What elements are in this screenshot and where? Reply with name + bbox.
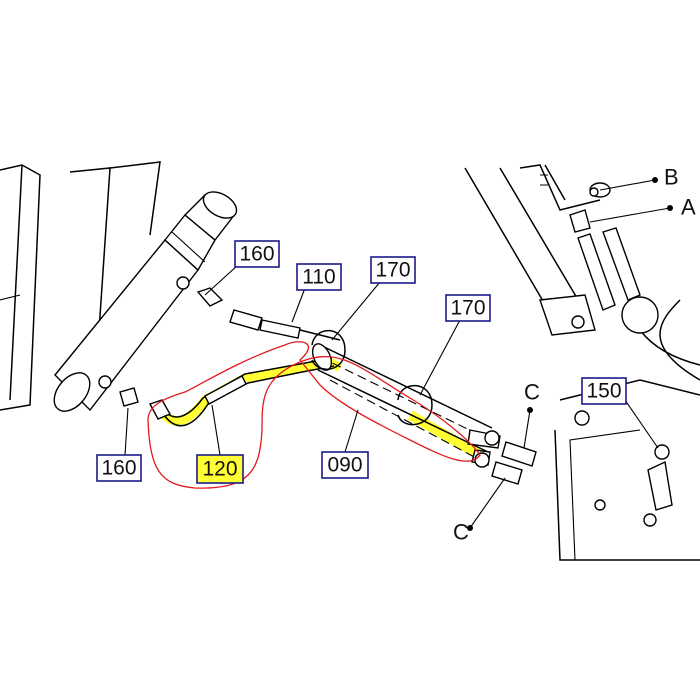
leader-lines bbox=[124, 177, 673, 531]
callout-160-bottom-label: 160 bbox=[101, 457, 136, 480]
callout-170-right: 170 bbox=[445, 294, 491, 322]
right-frame bbox=[464, 164, 700, 561]
hose-120-highlight bbox=[148, 357, 483, 460]
letter-c-upper: C bbox=[524, 380, 540, 405]
hydraulic-cylinder bbox=[53, 191, 238, 412]
left-frame bbox=[0, 161, 161, 411]
letter-a: A bbox=[681, 195, 696, 220]
callout-160-bottom: 160 bbox=[96, 454, 142, 482]
clamps-170 bbox=[311, 329, 433, 426]
highlight-outline bbox=[147, 341, 481, 489]
callout-110: 110 bbox=[296, 263, 342, 291]
callout-150-label: 150 bbox=[586, 380, 621, 403]
callout-120-label: 120 bbox=[202, 458, 237, 481]
callout-120: 120 bbox=[196, 454, 244, 484]
callout-090-label: 090 bbox=[327, 454, 362, 477]
callout-170-left-label: 170 bbox=[375, 259, 410, 282]
callout-150: 150 bbox=[581, 377, 627, 405]
letter-c-lower: C bbox=[453, 520, 469, 545]
callout-090: 090 bbox=[321, 451, 369, 479]
fittings bbox=[119, 387, 670, 485]
hose-110 bbox=[196, 287, 341, 341]
callout-110-label: 110 bbox=[302, 266, 335, 289]
callout-160-top-label: 160 bbox=[239, 243, 274, 266]
callout-170-left: 170 bbox=[370, 256, 416, 284]
callout-160-top: 160 bbox=[234, 240, 280, 268]
callout-170-right-label: 170 bbox=[450, 297, 485, 320]
pipe-090 bbox=[311, 343, 501, 468]
letter-b: B bbox=[664, 165, 679, 190]
